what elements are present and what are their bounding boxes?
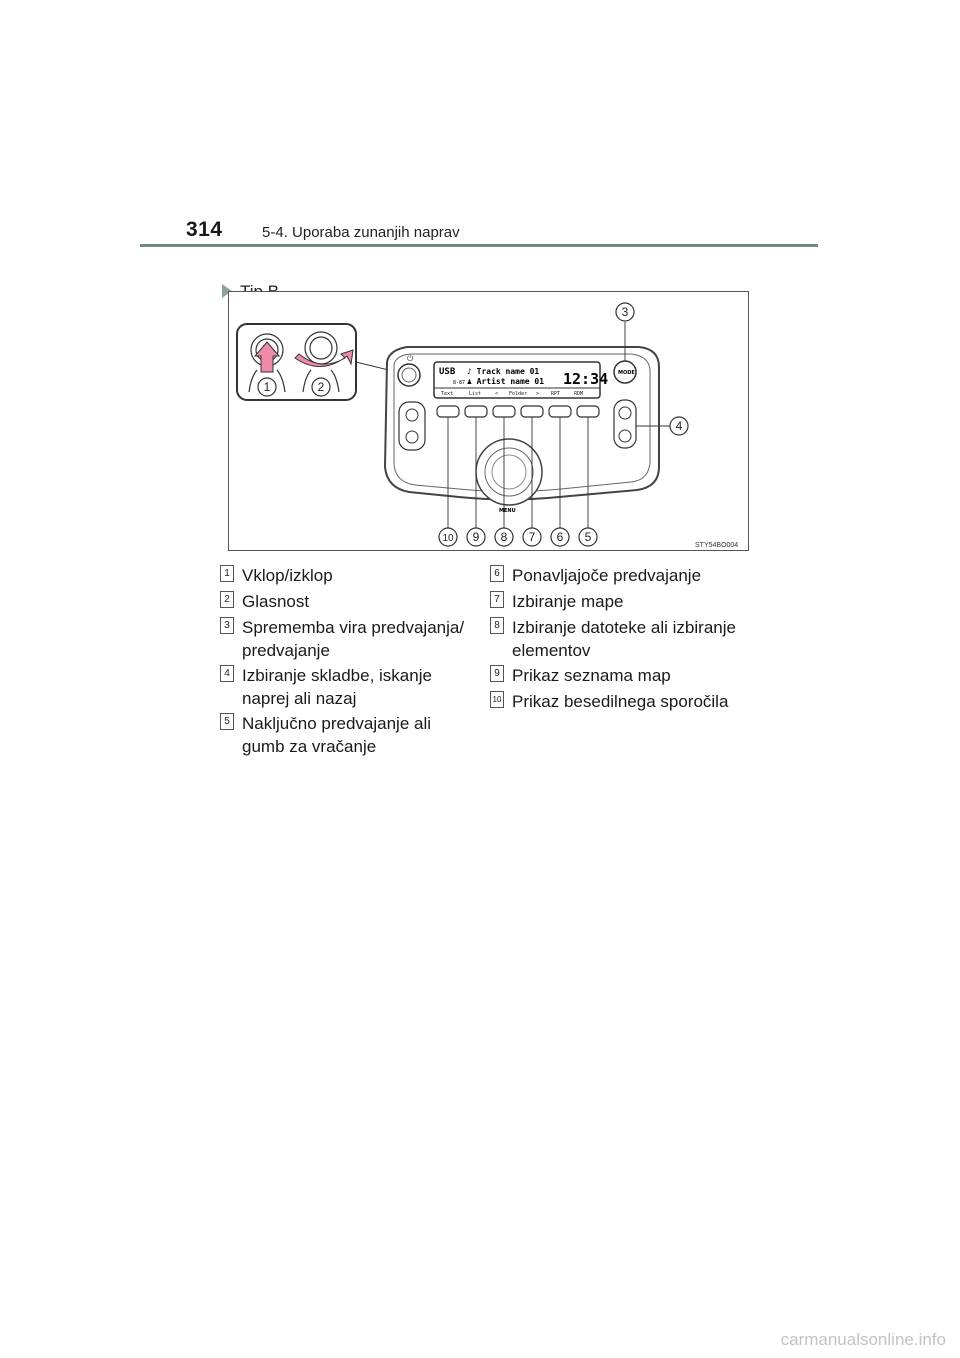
callout-10: 10 bbox=[442, 533, 454, 544]
legend-text: Vklop/izklop bbox=[242, 566, 333, 585]
legend-text: Prikaz besedilnega sporočila bbox=[512, 692, 729, 711]
legend-text: Izbiranje skladbe, iskanje naprej ali na… bbox=[242, 666, 432, 708]
rotate-arrow-icon bbox=[294, 349, 354, 367]
menu-label: MENU bbox=[499, 508, 516, 514]
callout-1: 1 bbox=[264, 380, 271, 394]
page-number: 314 bbox=[186, 218, 223, 241]
display-artist: ♟ Artist name 01 bbox=[467, 376, 544, 386]
triangle-bullet-icon bbox=[222, 284, 232, 298]
legend-number: 1 bbox=[220, 565, 234, 582]
softkey-rdm: RDM bbox=[574, 391, 583, 397]
legend-number: 6 bbox=[490, 565, 504, 582]
legend-number: 3 bbox=[220, 617, 234, 634]
callout-markers: 1 2 3 4 5 6 7 8 9 10 bbox=[257, 302, 689, 547]
phone-button-panel bbox=[398, 401, 426, 451]
watermark: carmanualsonline.info bbox=[780, 1330, 946, 1349]
callout-4: 4 bbox=[676, 419, 683, 433]
section-title: 5-4. Uporaba zunanjih naprav bbox=[262, 224, 460, 241]
legend-number: 7 bbox=[490, 591, 504, 608]
legend-text: Prikaz seznama map bbox=[512, 666, 671, 685]
softkey-rpt: RPT bbox=[551, 391, 560, 397]
legend-number: 8 bbox=[490, 617, 504, 634]
legend-number: 4 bbox=[220, 665, 234, 682]
softkey-prev: < bbox=[495, 391, 498, 397]
callout-8: 8 bbox=[501, 530, 508, 544]
callout-3: 3 bbox=[622, 305, 629, 319]
display-track: ♪ Track name 01 bbox=[467, 367, 539, 376]
callout-6: 6 bbox=[557, 530, 564, 544]
audio-unit-illustration: ⏻ USB ♪ Track name 01 8-87 ♟ Artist name… bbox=[236, 302, 738, 549]
callout-2: 2 bbox=[318, 380, 325, 394]
power-symbol-icon: ⏻ bbox=[407, 354, 414, 363]
softkey-next: > bbox=[536, 391, 539, 397]
legend-text: Glasnost bbox=[242, 592, 310, 611]
mode-label: MODE bbox=[618, 370, 635, 376]
callout-9: 9 bbox=[473, 530, 480, 544]
callout-5: 5 bbox=[585, 530, 592, 544]
softkey-folder: Folder bbox=[509, 391, 527, 397]
legend-text: Izbiranje datoteke ali izbiranje element… bbox=[512, 618, 736, 660]
display-screen bbox=[433, 361, 601, 399]
preset-buttons bbox=[436, 405, 600, 418]
legend-text: Sprememba vira predvajanja/ predvajanje bbox=[242, 618, 465, 660]
legend-text: Naključno predvajanje ali gumb za vračan… bbox=[242, 714, 432, 756]
callout-7: 7 bbox=[529, 530, 536, 544]
figure-code: STY54BO004 bbox=[695, 542, 738, 549]
legend-number: 5 bbox=[220, 713, 234, 730]
display-code: 8-87 bbox=[453, 380, 465, 386]
audio-unit-figure: ⏻ USB ♪ Track name 01 8-87 ♟ Artist name… bbox=[228, 291, 749, 551]
legend-text: Izbiranje mape bbox=[512, 592, 624, 611]
display-source: USB bbox=[439, 367, 456, 377]
legend-text: Ponavljajoče predvajanje bbox=[512, 566, 702, 585]
legend-number: 10 bbox=[490, 691, 504, 708]
softkey-list: List bbox=[469, 391, 481, 397]
legend-number: 2 bbox=[220, 591, 234, 608]
legend-number: 9 bbox=[490, 665, 504, 682]
power-knob bbox=[397, 363, 421, 387]
header-rule bbox=[140, 244, 818, 247]
press-arrow-icon bbox=[253, 341, 281, 373]
display-clock: 12:34 bbox=[563, 370, 608, 388]
softkey-text: Text bbox=[441, 391, 453, 397]
